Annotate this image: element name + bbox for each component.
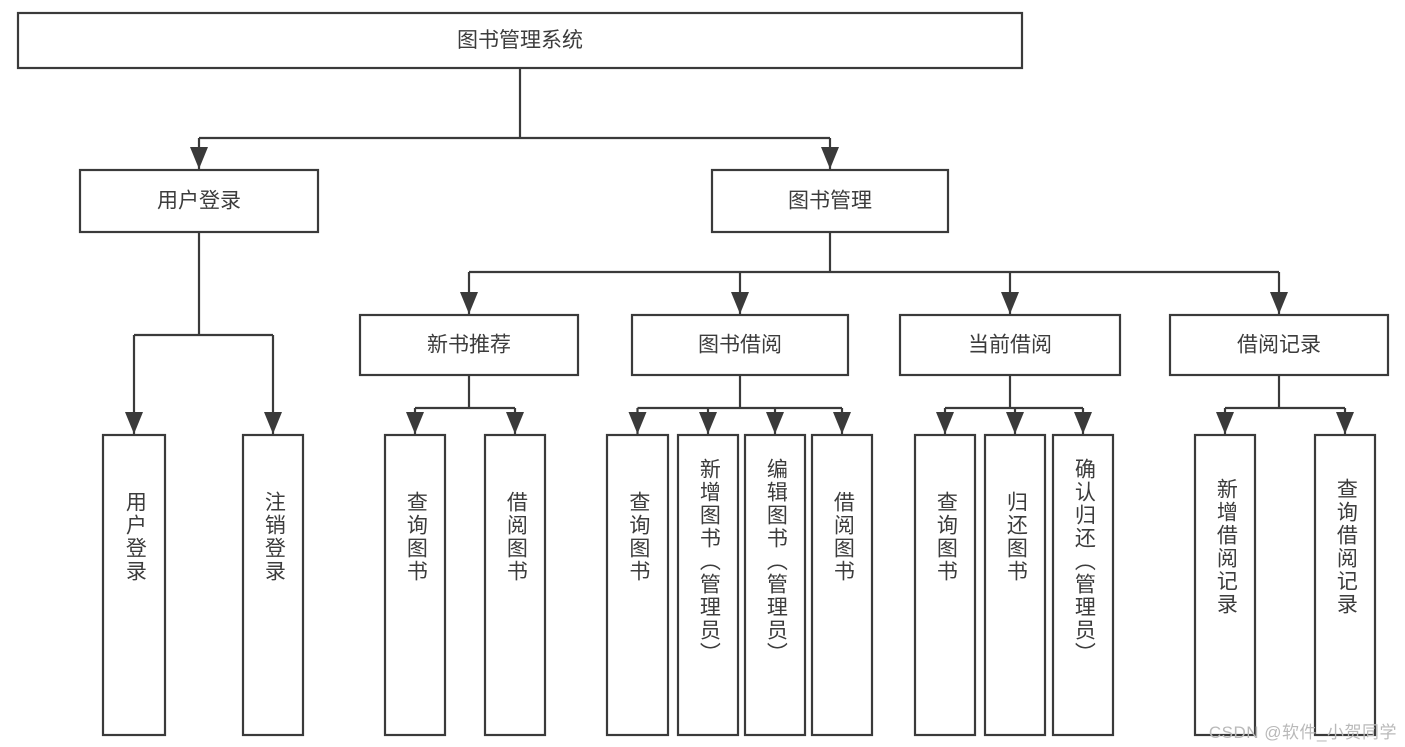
watermark: CSDN @软件_小贺同学: [1208, 723, 1397, 742]
leaf-node-box[interactable]: [1313, 433, 1377, 737]
leaf-node-box[interactable]: [483, 433, 547, 737]
arrowhead-icon: [936, 412, 954, 434]
level3-node-box[interactable]: [358, 313, 580, 377]
level3-node-label: 新书推荐: [427, 334, 511, 357]
leaf-node-box[interactable]: [101, 433, 167, 737]
level2-node-box[interactable]: [710, 168, 950, 234]
arrowhead-icon: [1006, 412, 1024, 434]
level2-node-box[interactable]: [78, 168, 320, 234]
connector-layer: [125, 68, 1354, 434]
arrowhead-icon: [628, 412, 647, 434]
arrowhead-icon: [1270, 292, 1288, 314]
root-node-label: 图书管理系统: [457, 29, 583, 52]
arrowhead-icon: [264, 412, 282, 434]
level3-node-box[interactable]: [898, 313, 1122, 377]
arrowhead-icon: [833, 412, 851, 434]
arrowhead-icon: [1216, 412, 1234, 434]
node-box-layer: [16, 11, 1390, 737]
level2-node-label: 用户登录: [157, 190, 241, 213]
leaf-node-box[interactable]: [605, 433, 670, 737]
arrowhead-icon: [1074, 412, 1092, 434]
arrowhead-icon: [766, 412, 784, 434]
arrowhead-icon: [460, 292, 478, 314]
level2-node-label: 图书管理: [788, 190, 872, 213]
leaf-node-box[interactable]: [383, 433, 447, 737]
leaf-node-box[interactable]: [743, 433, 807, 737]
leaf-node-box[interactable]: [241, 433, 305, 737]
leaf-node-box[interactable]: [1051, 433, 1115, 737]
leaf-node-box[interactable]: [810, 433, 874, 737]
arrowhead-icon: [125, 412, 143, 434]
arrowhead-icon: [1001, 292, 1019, 314]
leaf-node-box[interactable]: [1193, 433, 1257, 737]
root-node-box[interactable]: [16, 11, 1024, 70]
arrowhead-icon: [731, 292, 749, 314]
arrowhead-icon: [699, 412, 717, 434]
leaf-node-box[interactable]: [913, 433, 977, 737]
level3-node-label: 当前借阅: [968, 334, 1052, 357]
arrowhead-icon: [506, 412, 524, 434]
level3-node-box[interactable]: [630, 313, 850, 377]
level3-node-label: 图书借阅: [698, 334, 782, 357]
arrowhead-icon: [1336, 412, 1354, 434]
level3-node-label: 借阅记录: [1237, 334, 1321, 357]
leaf-node-box[interactable]: [983, 433, 1047, 737]
arrowhead-icon: [406, 412, 424, 434]
leaf-node-box[interactable]: [676, 433, 740, 737]
arrowhead-icon: [821, 147, 839, 169]
level3-node-box[interactable]: [1168, 313, 1390, 377]
arrowhead-icon: [190, 147, 208, 169]
